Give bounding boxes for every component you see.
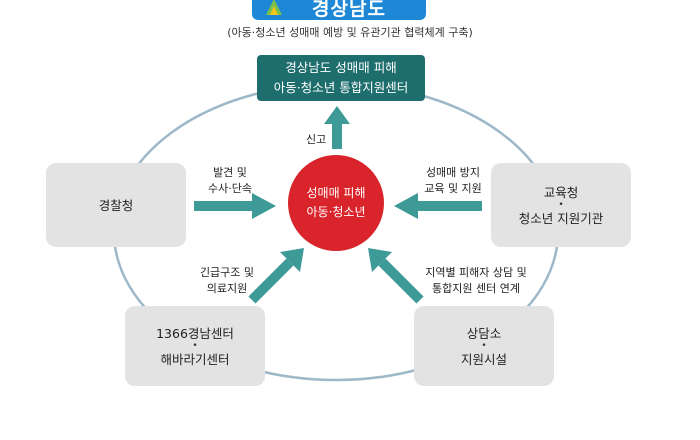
regional-label-line2: 통합지원 센터 연계 [432, 282, 520, 295]
top-box-line1: 경상남도 성매매 피해 [285, 60, 397, 75]
education-arrow [394, 193, 482, 219]
regional-support-label: 지역별 피해자 상담 및 통합지원 센터 연계 [406, 265, 546, 297]
top-box-line2: 아동·청소년 통합지원센터 [273, 80, 409, 95]
center1366-box: 1366경남센터 • 해바라기센터 [125, 306, 265, 386]
counseling-box: 상담소 • 지원시설 [414, 306, 554, 386]
right-box-line2: 청소년 지원기관 [518, 210, 604, 226]
education-label-line2: 교육 및 지원 [424, 182, 482, 195]
center-line1: 성매매 피해 [306, 186, 366, 200]
education-label: 성매매 방지 교육 및 지원 [416, 165, 490, 197]
bl-box-line2: 해바라기센터 [160, 351, 230, 367]
right-box-line1: 교육청 [543, 184, 579, 200]
emergency-label: 긴급구조 및 의료지원 [190, 265, 264, 297]
integrated-support-center-box: 경상남도 성매매 피해 아동·청소년 통합지원센터 [257, 55, 425, 101]
province-logo-icon [266, 0, 282, 15]
logo-text: 경상남도 [312, 0, 386, 20]
center-line2: 아동·청소년 [306, 205, 366, 219]
report-arrow [324, 106, 350, 149]
center1366-arrow [248, 248, 304, 304]
education-office-box: 교육청 • 청소년 지원기관 [491, 163, 631, 247]
emergency-label-line1: 긴급구조 및 [199, 266, 255, 279]
counseling-arrow [368, 248, 424, 304]
emergency-label-line2: 의료지원 [206, 282, 248, 295]
victim-center-circle: 성매매 피해 아동·청소년 [288, 155, 384, 251]
regional-label-line1: 지역별 피해자 상담 및 [425, 266, 527, 279]
right-box-separator: • [558, 199, 564, 210]
province-logo: 경상남도 [252, 0, 426, 20]
police-label-line2: 수사·단속 [208, 182, 252, 195]
police-label: 발견 및 수사·단속 [200, 165, 260, 197]
br-box-line2: 지원시설 [460, 351, 507, 367]
bl-box-separator: • [192, 340, 198, 351]
police-label-line1: 발견 및 [213, 166, 247, 179]
br-box-separator: • [481, 340, 487, 351]
br-box-line1: 상담소 [466, 325, 502, 341]
report-label: 신고 [306, 133, 327, 146]
bl-box-line1: 1366경남센터 [156, 325, 234, 341]
police-box: 경찰청 [46, 163, 186, 247]
education-label-line1: 성매매 방지 [425, 166, 481, 179]
left-box-line1: 경찰청 [98, 197, 134, 213]
police-arrow [194, 193, 276, 219]
diagram-subtitle: (아동·청소년 성매매 예방 및 유관기관 협력체계 구축) [227, 26, 473, 39]
